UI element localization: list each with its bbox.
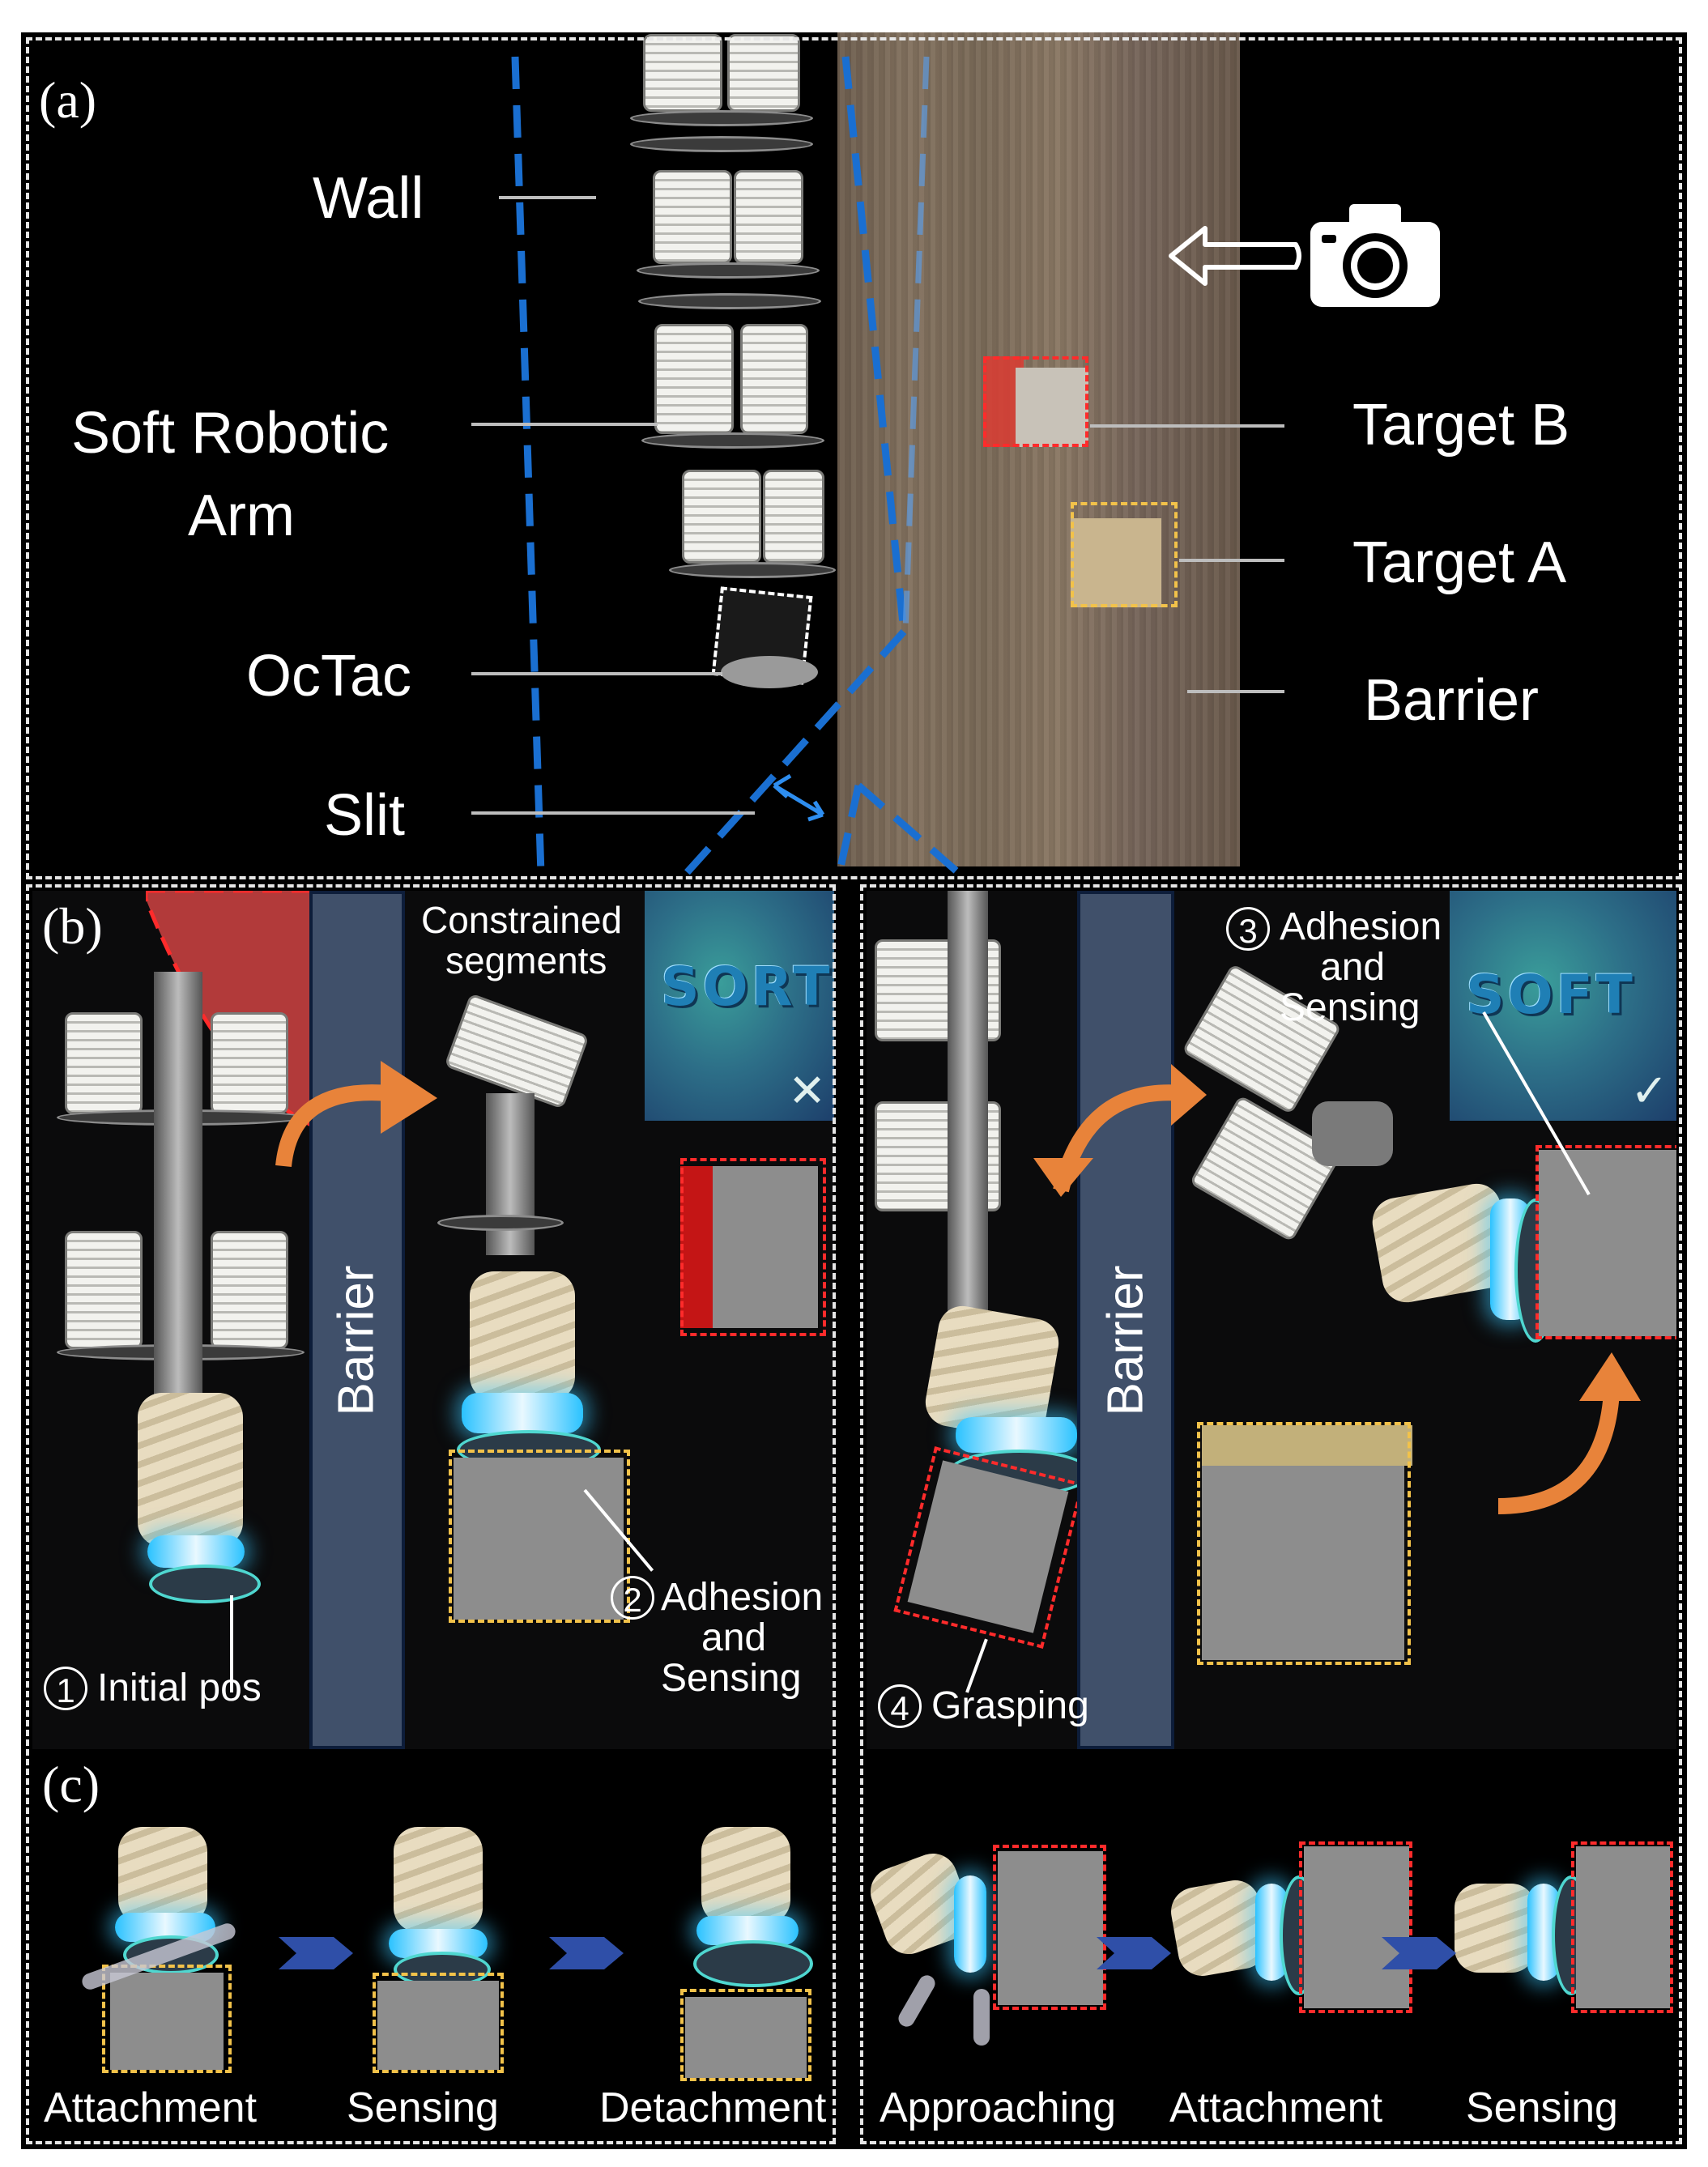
c-right-step-3: Sensing	[1466, 2084, 1618, 2131]
octac-label: OcTac	[246, 644, 412, 709]
chevron-icon	[1097, 1937, 1171, 1969]
step1-number: 1	[44, 1667, 87, 1710]
panel-c-label: (c)	[42, 1756, 100, 1813]
yellow-target-box-right	[1202, 1458, 1404, 1660]
step3-label-line1: Adhesion	[1280, 905, 1442, 948]
barrier-leader	[1187, 690, 1284, 693]
c-left-step-1: Attachment	[44, 2084, 258, 2131]
orange-curved-arrow-left	[275, 1061, 437, 1168]
c-left-step-3: Detachment	[599, 2084, 827, 2131]
chevron-icon	[1382, 1937, 1456, 1969]
target-b-cube	[983, 356, 1088, 447]
cross-mark: ✕	[788, 1065, 826, 1116]
panel-c: (c)	[21, 1749, 1687, 2149]
inset-word-sort: SORT	[661, 956, 833, 1018]
octac-leader	[471, 672, 722, 675]
panel-b-left: Barrier SORT ✕ (b) Constrained segments …	[32, 891, 834, 1749]
target-a-leader	[1179, 559, 1284, 562]
target-b-leader	[1090, 424, 1284, 428]
chevron-icon	[279, 1937, 353, 1969]
camera-icon	[1310, 204, 1440, 307]
figure: (a) Wall Soft Robotic Arm OcTac Slit Tar…	[21, 32, 1687, 2149]
c-right-frame-2	[1167, 1827, 1412, 2070]
constrained-label-line1: Constrained	[421, 899, 623, 941]
target-a-label: Target A	[1352, 530, 1567, 595]
inset-word-soft: SOFT	[1466, 964, 1636, 1026]
soft-robotic-arm	[604, 32, 847, 648]
orange-curved-arrow-right-top	[1033, 1064, 1207, 1197]
step3-label-line3: Sensing	[1280, 986, 1420, 1029]
arm-label-line2: Arm	[188, 483, 295, 548]
check-mark: ✓	[1630, 1065, 1668, 1116]
slit-outline	[511, 56, 963, 875]
panel-b-label: (b)	[42, 897, 103, 955]
step4-number: 4	[878, 1684, 922, 1728]
red-target-box-left	[705, 1166, 818, 1328]
c-left-step-2: Sensing	[347, 2084, 499, 2131]
step3-number: 3	[1226, 907, 1270, 951]
chevron-icon	[549, 1937, 624, 1969]
panel-a: (a) Wall Soft Robotic Arm OcTac Slit Tar…	[21, 32, 1687, 875]
c-right-frame-3	[1455, 1827, 1673, 2070]
barrier-block-left	[309, 891, 405, 1749]
c-right-frame-1	[863, 1827, 1106, 2070]
step3-label-line2: and	[1320, 946, 1386, 989]
octac-base	[721, 656, 818, 688]
adhesion-sock	[470, 1271, 575, 1401]
orange-curved-arrow-right-bottom	[1497, 1352, 1641, 1514]
step4-label: Grasping	[931, 1684, 1089, 1727]
c-left-frame-2	[361, 1827, 523, 2073]
barrier-block-right	[1077, 891, 1174, 1749]
step2-label-line2: and	[701, 1616, 767, 1659]
constrained-label-line2: segments	[445, 939, 607, 981]
arm-leader	[471, 423, 658, 426]
c-right-step-1: Approaching	[880, 2084, 1116, 2131]
tactile-inset-fail: SORT ✕	[645, 891, 834, 1121]
wall-leader	[499, 196, 596, 199]
panel-b-right: Barrier SOFT ✓ 3 Adhesion	[867, 891, 1676, 1749]
slit-leader	[471, 811, 755, 815]
step2-label-line1: Adhesion	[661, 1576, 824, 1619]
barrier-label: Barrier	[1364, 668, 1540, 733]
slit-label: Slit	[324, 783, 406, 848]
step2-number: 2	[611, 1576, 654, 1620]
c-left-frame-1	[78, 1827, 256, 2073]
target-b-label: Target B	[1352, 393, 1570, 458]
initial-sock	[138, 1393, 243, 1547]
barrier-photo	[837, 32, 1240, 866]
step2-label-line3: Sensing	[661, 1657, 802, 1700]
target-a-cube	[1071, 502, 1178, 607]
arm-label-line1: Soft Robotic	[71, 401, 390, 466]
tactile-inset-success: SOFT ✓	[1450, 891, 1676, 1121]
c-right-step-2: Attachment	[1169, 2084, 1383, 2131]
c-left-frame-3	[669, 1827, 839, 2081]
yellow-target-box-left	[454, 1458, 624, 1620]
panel-bc-left-frame	[26, 884, 836, 2144]
panel-a-frame	[26, 37, 1682, 879]
wall-label: Wall	[313, 166, 424, 231]
panel-bc-right-frame	[860, 884, 1682, 2144]
step1-label: Initial pos	[97, 1667, 262, 1709]
left-arrow-icon	[1169, 226, 1301, 286]
red-target-box-right	[1539, 1150, 1676, 1336]
panel-a-label: (a)	[39, 71, 97, 129]
